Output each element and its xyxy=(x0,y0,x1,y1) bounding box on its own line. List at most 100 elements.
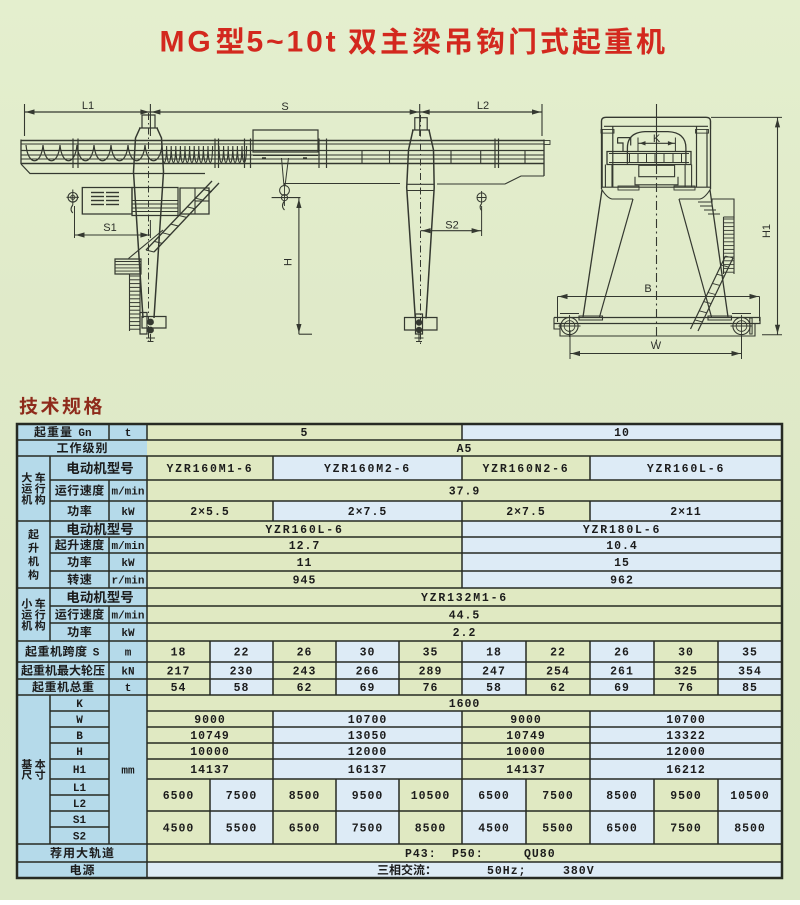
svg-text:10000: 10000 xyxy=(190,746,230,759)
svg-text:kW: kW xyxy=(121,507,135,519)
svg-text:30: 30 xyxy=(678,647,694,660)
svg-text:9500: 9500 xyxy=(352,790,384,803)
svg-text:YZR160L-6: YZR160L-6 xyxy=(265,524,343,537)
svg-text:44.5: 44.5 xyxy=(449,610,481,623)
svg-text:kN: kN xyxy=(121,667,134,679)
svg-text:W: W xyxy=(651,340,662,352)
svg-text:266: 266 xyxy=(356,666,380,679)
svg-text:YZR160M2-6: YZR160M2-6 xyxy=(324,463,411,476)
svg-text:8500: 8500 xyxy=(289,790,321,803)
svg-text:K: K xyxy=(76,699,83,711)
svg-text:8500: 8500 xyxy=(606,790,638,803)
svg-text:9000: 9000 xyxy=(194,714,226,727)
svg-text:26: 26 xyxy=(614,647,630,660)
svg-text:m/min: m/min xyxy=(111,611,144,623)
svg-text:962: 962 xyxy=(610,575,634,588)
svg-text:B: B xyxy=(644,283,651,295)
svg-text:85: 85 xyxy=(742,682,758,695)
svg-text:54: 54 xyxy=(171,682,187,695)
svg-text:7500: 7500 xyxy=(542,790,574,803)
svg-text:6500: 6500 xyxy=(163,790,195,803)
svg-text:18: 18 xyxy=(486,647,502,660)
svg-text:Gn: Gn xyxy=(78,428,91,440)
svg-text:50Hz;: 50Hz; xyxy=(487,865,527,878)
svg-text:69: 69 xyxy=(360,682,376,695)
svg-text:10749: 10749 xyxy=(190,730,230,743)
svg-text:8500: 8500 xyxy=(734,823,766,836)
svg-text:YZR132M1-6: YZR132M1-6 xyxy=(421,592,508,605)
svg-text:7500: 7500 xyxy=(226,790,258,803)
svg-text:4500: 4500 xyxy=(163,823,195,836)
svg-text:10500: 10500 xyxy=(730,790,770,803)
svg-text:26: 26 xyxy=(297,647,313,660)
svg-text:12000: 12000 xyxy=(666,746,706,759)
svg-text:254: 254 xyxy=(546,666,570,679)
svg-text:P43:: P43: xyxy=(405,848,437,861)
svg-text:YZR160L-6: YZR160L-6 xyxy=(647,463,725,476)
svg-text:58: 58 xyxy=(486,682,502,695)
svg-text:7500: 7500 xyxy=(352,823,384,836)
svg-text:243: 243 xyxy=(293,666,317,679)
svg-text:2.2: 2.2 xyxy=(453,627,477,640)
svg-text:35: 35 xyxy=(742,647,758,660)
svg-text:QU80: QU80 xyxy=(524,848,556,861)
svg-text:13322: 13322 xyxy=(666,730,706,743)
svg-text:YZR160M1-6: YZR160M1-6 xyxy=(166,463,253,476)
svg-text:13050: 13050 xyxy=(348,730,388,743)
svg-text:m/min: m/min xyxy=(111,541,144,553)
svg-text:t: t xyxy=(125,683,132,695)
svg-text:10500: 10500 xyxy=(411,790,451,803)
svg-text:2×5.5: 2×5.5 xyxy=(190,506,230,519)
svg-text:H: H xyxy=(283,258,295,266)
svg-text:1600: 1600 xyxy=(449,698,481,711)
svg-text:L2: L2 xyxy=(477,100,489,112)
svg-text:289: 289 xyxy=(419,666,443,679)
svg-text:6500: 6500 xyxy=(478,790,510,803)
svg-text:10700: 10700 xyxy=(666,714,706,727)
svg-text:2×7.5: 2×7.5 xyxy=(506,506,546,519)
svg-text:5~10t: 5~10t xyxy=(247,26,339,59)
svg-text:4500: 4500 xyxy=(478,823,510,836)
svg-text:L1: L1 xyxy=(82,100,94,112)
svg-text:18: 18 xyxy=(171,647,187,660)
svg-text:H1: H1 xyxy=(73,765,87,777)
svg-text:230: 230 xyxy=(230,666,254,679)
svg-text:YZR160N2-6: YZR160N2-6 xyxy=(482,463,569,476)
svg-text:15: 15 xyxy=(614,557,630,570)
svg-text:t: t xyxy=(125,428,132,440)
svg-text:10: 10 xyxy=(614,427,630,440)
svg-text:H1: H1 xyxy=(761,224,773,238)
svg-text:6500: 6500 xyxy=(606,823,638,836)
svg-text:22: 22 xyxy=(550,647,566,660)
svg-text:35: 35 xyxy=(423,647,439,660)
svg-text:kW: kW xyxy=(121,558,135,570)
svg-text:P50:: P50: xyxy=(452,848,484,861)
svg-text:261: 261 xyxy=(610,666,634,679)
svg-text:S1: S1 xyxy=(73,815,87,827)
svg-text:m: m xyxy=(125,648,132,660)
svg-text:58: 58 xyxy=(234,682,250,695)
svg-text:217: 217 xyxy=(167,666,191,679)
svg-text:10700: 10700 xyxy=(348,714,388,727)
svg-text:S: S xyxy=(93,648,100,660)
svg-text:S2: S2 xyxy=(73,832,86,844)
svg-text:30: 30 xyxy=(360,647,376,660)
svg-text:10749: 10749 xyxy=(506,730,546,743)
svg-text:76: 76 xyxy=(678,682,694,695)
svg-text:9000: 9000 xyxy=(510,714,542,727)
svg-text:945: 945 xyxy=(293,575,317,588)
svg-text:76: 76 xyxy=(423,682,439,695)
svg-text:354: 354 xyxy=(738,666,762,679)
svg-text:H: H xyxy=(76,747,83,759)
svg-text:8500: 8500 xyxy=(415,823,447,836)
svg-text:247: 247 xyxy=(482,666,506,679)
svg-text:S1: S1 xyxy=(103,222,116,234)
svg-text:L2: L2 xyxy=(73,799,86,811)
svg-text:11: 11 xyxy=(297,557,313,570)
svg-text:62: 62 xyxy=(297,682,313,695)
svg-text:22: 22 xyxy=(234,647,250,660)
svg-text:16137: 16137 xyxy=(348,764,388,777)
svg-text:B: B xyxy=(76,731,83,743)
svg-text:5500: 5500 xyxy=(542,823,574,836)
svg-text:r/min: r/min xyxy=(111,576,144,588)
